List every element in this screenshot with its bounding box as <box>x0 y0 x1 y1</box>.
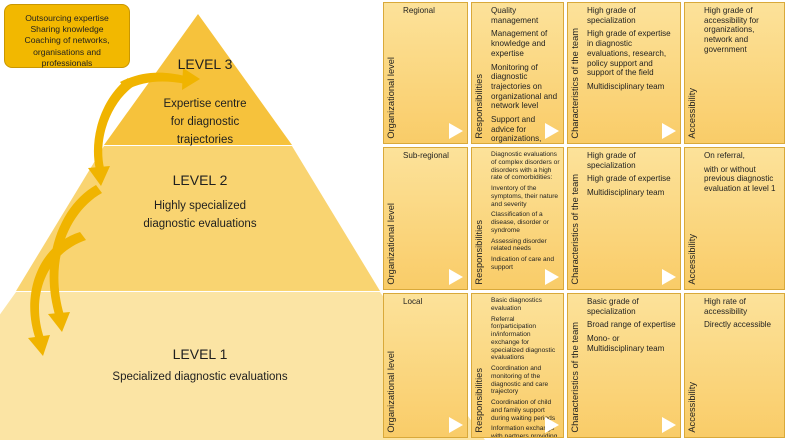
row-regional-team-cell: Characteristics of the team High grade o… <box>567 2 681 144</box>
callout-line: organisations and <box>33 46 101 57</box>
row-local-org-cell: Organizational level Local <box>383 293 468 438</box>
team-item: High grade of expertise in diagnostic ev… <box>587 29 671 78</box>
access-item: High grade of accessibility for organiza… <box>704 6 759 54</box>
access-item: with or without previous diagnostic eval… <box>704 164 776 194</box>
accessibility-label: Accessibility <box>687 382 697 433</box>
responsibilities-label: Responsibilities <box>474 368 484 433</box>
level-2-label: LEVEL 2 <box>100 172 300 188</box>
level-1-title: LEVEL 1 <box>172 346 228 362</box>
responsibility-item: Indication of care and support <box>491 256 555 271</box>
level-3-label: LEVEL 3 <box>150 56 260 72</box>
responsibility-item: Coordination of child and family support… <box>491 399 556 422</box>
level-2-tier <box>16 146 380 291</box>
team-item: Multidisciplinary team <box>587 188 665 198</box>
outsourcing-callout: Outsourcing expertise Sharing knowledge … <box>4 4 130 68</box>
org-value: Sub-regional <box>403 151 449 160</box>
arrow-icon <box>545 417 559 433</box>
level-3-subtitle-line: Expertise centre <box>163 98 247 110</box>
callout-line: Coaching of networks, <box>24 35 110 46</box>
responsibility-item: Coordination and monitoring of the diagn… <box>491 365 549 396</box>
org-level-label: Organizational level <box>386 57 396 139</box>
level-1-tier <box>0 292 485 440</box>
level-1-subtitle-line: Specialized diagnostic evaluations <box>112 371 288 383</box>
team-item: Mono- or Multidisciplinary team <box>587 334 665 353</box>
team-item: Broad range of expertise <box>587 320 676 330</box>
level-2-subtitle-line: diagnostic evaluations <box>143 217 257 230</box>
row-subregional-team-cell: Characteristics of the team High grade o… <box>567 147 681 290</box>
level-3-subtitle-line: trajectories <box>176 133 234 146</box>
team-item: High grade of expertise <box>587 174 671 184</box>
row-regional-access-cell: Accessibility High grade of accessibilit… <box>684 2 785 144</box>
accessibility-label: Accessibility <box>687 234 697 285</box>
responsibility-item: Management of knowledge and expertise <box>491 29 548 58</box>
arrow-head-level-1-b <box>28 335 50 356</box>
curved-arrow-to-level-3 <box>120 72 186 90</box>
row-subregional-access-cell: Accessibility On referral, with or witho… <box>684 147 785 290</box>
responsibility-item: Monitoring of diagnostic trajectories on… <box>491 62 558 111</box>
level-2-subtitle-line: Highly specialized <box>153 200 247 212</box>
responsibility-item: Basic diagnostics evaluation <box>491 297 542 312</box>
level-3-subtitle-line: for diagnostic <box>170 115 240 128</box>
curved-arrow-to-level-2 <box>93 78 134 170</box>
responsibility-item: Quality management <box>491 6 539 25</box>
arrow-head-level-2 <box>88 166 110 186</box>
team-item: High grade of specialization <box>587 6 636 25</box>
curved-arrow-to-level-1-b <box>30 232 86 340</box>
level-2-title: LEVEL 2 <box>172 172 228 188</box>
team-item: Multidisciplinary team <box>587 81 665 91</box>
responsibility-item: Referral for/participation in/informatio… <box>491 315 556 362</box>
row-regional-org-cell: Organizational level Regional <box>383 2 468 144</box>
row-subregional-org-cell: Organizational level Sub-regional <box>383 147 468 290</box>
access-item: Directly accessible <box>704 320 772 330</box>
level-1-label: LEVEL 1 <box>100 346 300 362</box>
team-label: Characteristics of the team <box>570 322 580 433</box>
responsibilities-label: Responsibilities <box>474 74 484 139</box>
row-local-team-cell: Characteristics of the team Basic grade … <box>567 293 681 438</box>
level-3-title: LEVEL 3 <box>177 56 233 72</box>
arrow-icon <box>449 417 463 433</box>
org-level-label: Organizational level <box>386 351 396 433</box>
responsibility-item: Inventory of the symptoms, their nature … <box>491 185 559 208</box>
responsibility-item: Diagnostic evaluations of complex disord… <box>491 151 560 182</box>
callout-line: Sharing knowledge <box>30 24 104 35</box>
team-label: Characteristics of the team <box>570 28 580 139</box>
team-label: Characteristics of the team <box>570 174 580 285</box>
arrow-icon <box>449 269 463 285</box>
arrow-head-level-3 <box>182 68 200 90</box>
access-item: On referral, <box>704 151 745 160</box>
team-item: Basic grade of specialization <box>587 297 639 316</box>
access-item: High rate of accessibility <box>704 297 748 316</box>
level-3-subtitle: Expertise centre for diagnostic trajecto… <box>150 96 260 149</box>
row-local-responsibilities-cell: Responsibilities Basic diagnostics evalu… <box>471 293 564 438</box>
row-regional-responsibilities-cell: Responsibilities Quality management Mana… <box>471 2 564 144</box>
arrow-icon <box>545 269 559 285</box>
callout-line: professionals <box>41 57 93 68</box>
org-level-label: Organizational level <box>386 203 396 285</box>
level-2-subtitle: Highly specialized diagnostic evaluation… <box>100 198 300 234</box>
row-local-access-cell: Accessibility High rate of accessibility… <box>684 293 785 438</box>
row-subregional-responsibilities-cell: Responsibilities Diagnostic evaluations … <box>471 147 564 290</box>
arrow-icon <box>662 417 676 433</box>
responsibility-item: Support and advice for organizations, ne… <box>491 115 542 144</box>
accessibility-label: Accessibility <box>687 88 697 139</box>
responsibility-item: Classification of a disease, disorder or… <box>491 211 549 234</box>
level-1-subtitle: Specialized diagnostic evaluations <box>90 369 310 387</box>
arrow-icon <box>449 123 463 139</box>
arrow-icon <box>662 269 676 285</box>
arrow-icon <box>662 123 676 139</box>
arrow-head-level-1-a <box>48 312 70 332</box>
arrow-icon <box>545 123 559 139</box>
responsibilities-label: Responsibilities <box>474 220 484 285</box>
responsibility-item: Assessing disorder related needs <box>491 237 547 253</box>
responsibility-item: Information exchange with partners provi… <box>491 425 558 438</box>
org-value: Local <box>403 297 423 306</box>
team-item: High grade of specialization <box>587 151 636 170</box>
callout-line: Outsourcing expertise <box>25 13 109 23</box>
org-value: Regional <box>403 6 435 15</box>
